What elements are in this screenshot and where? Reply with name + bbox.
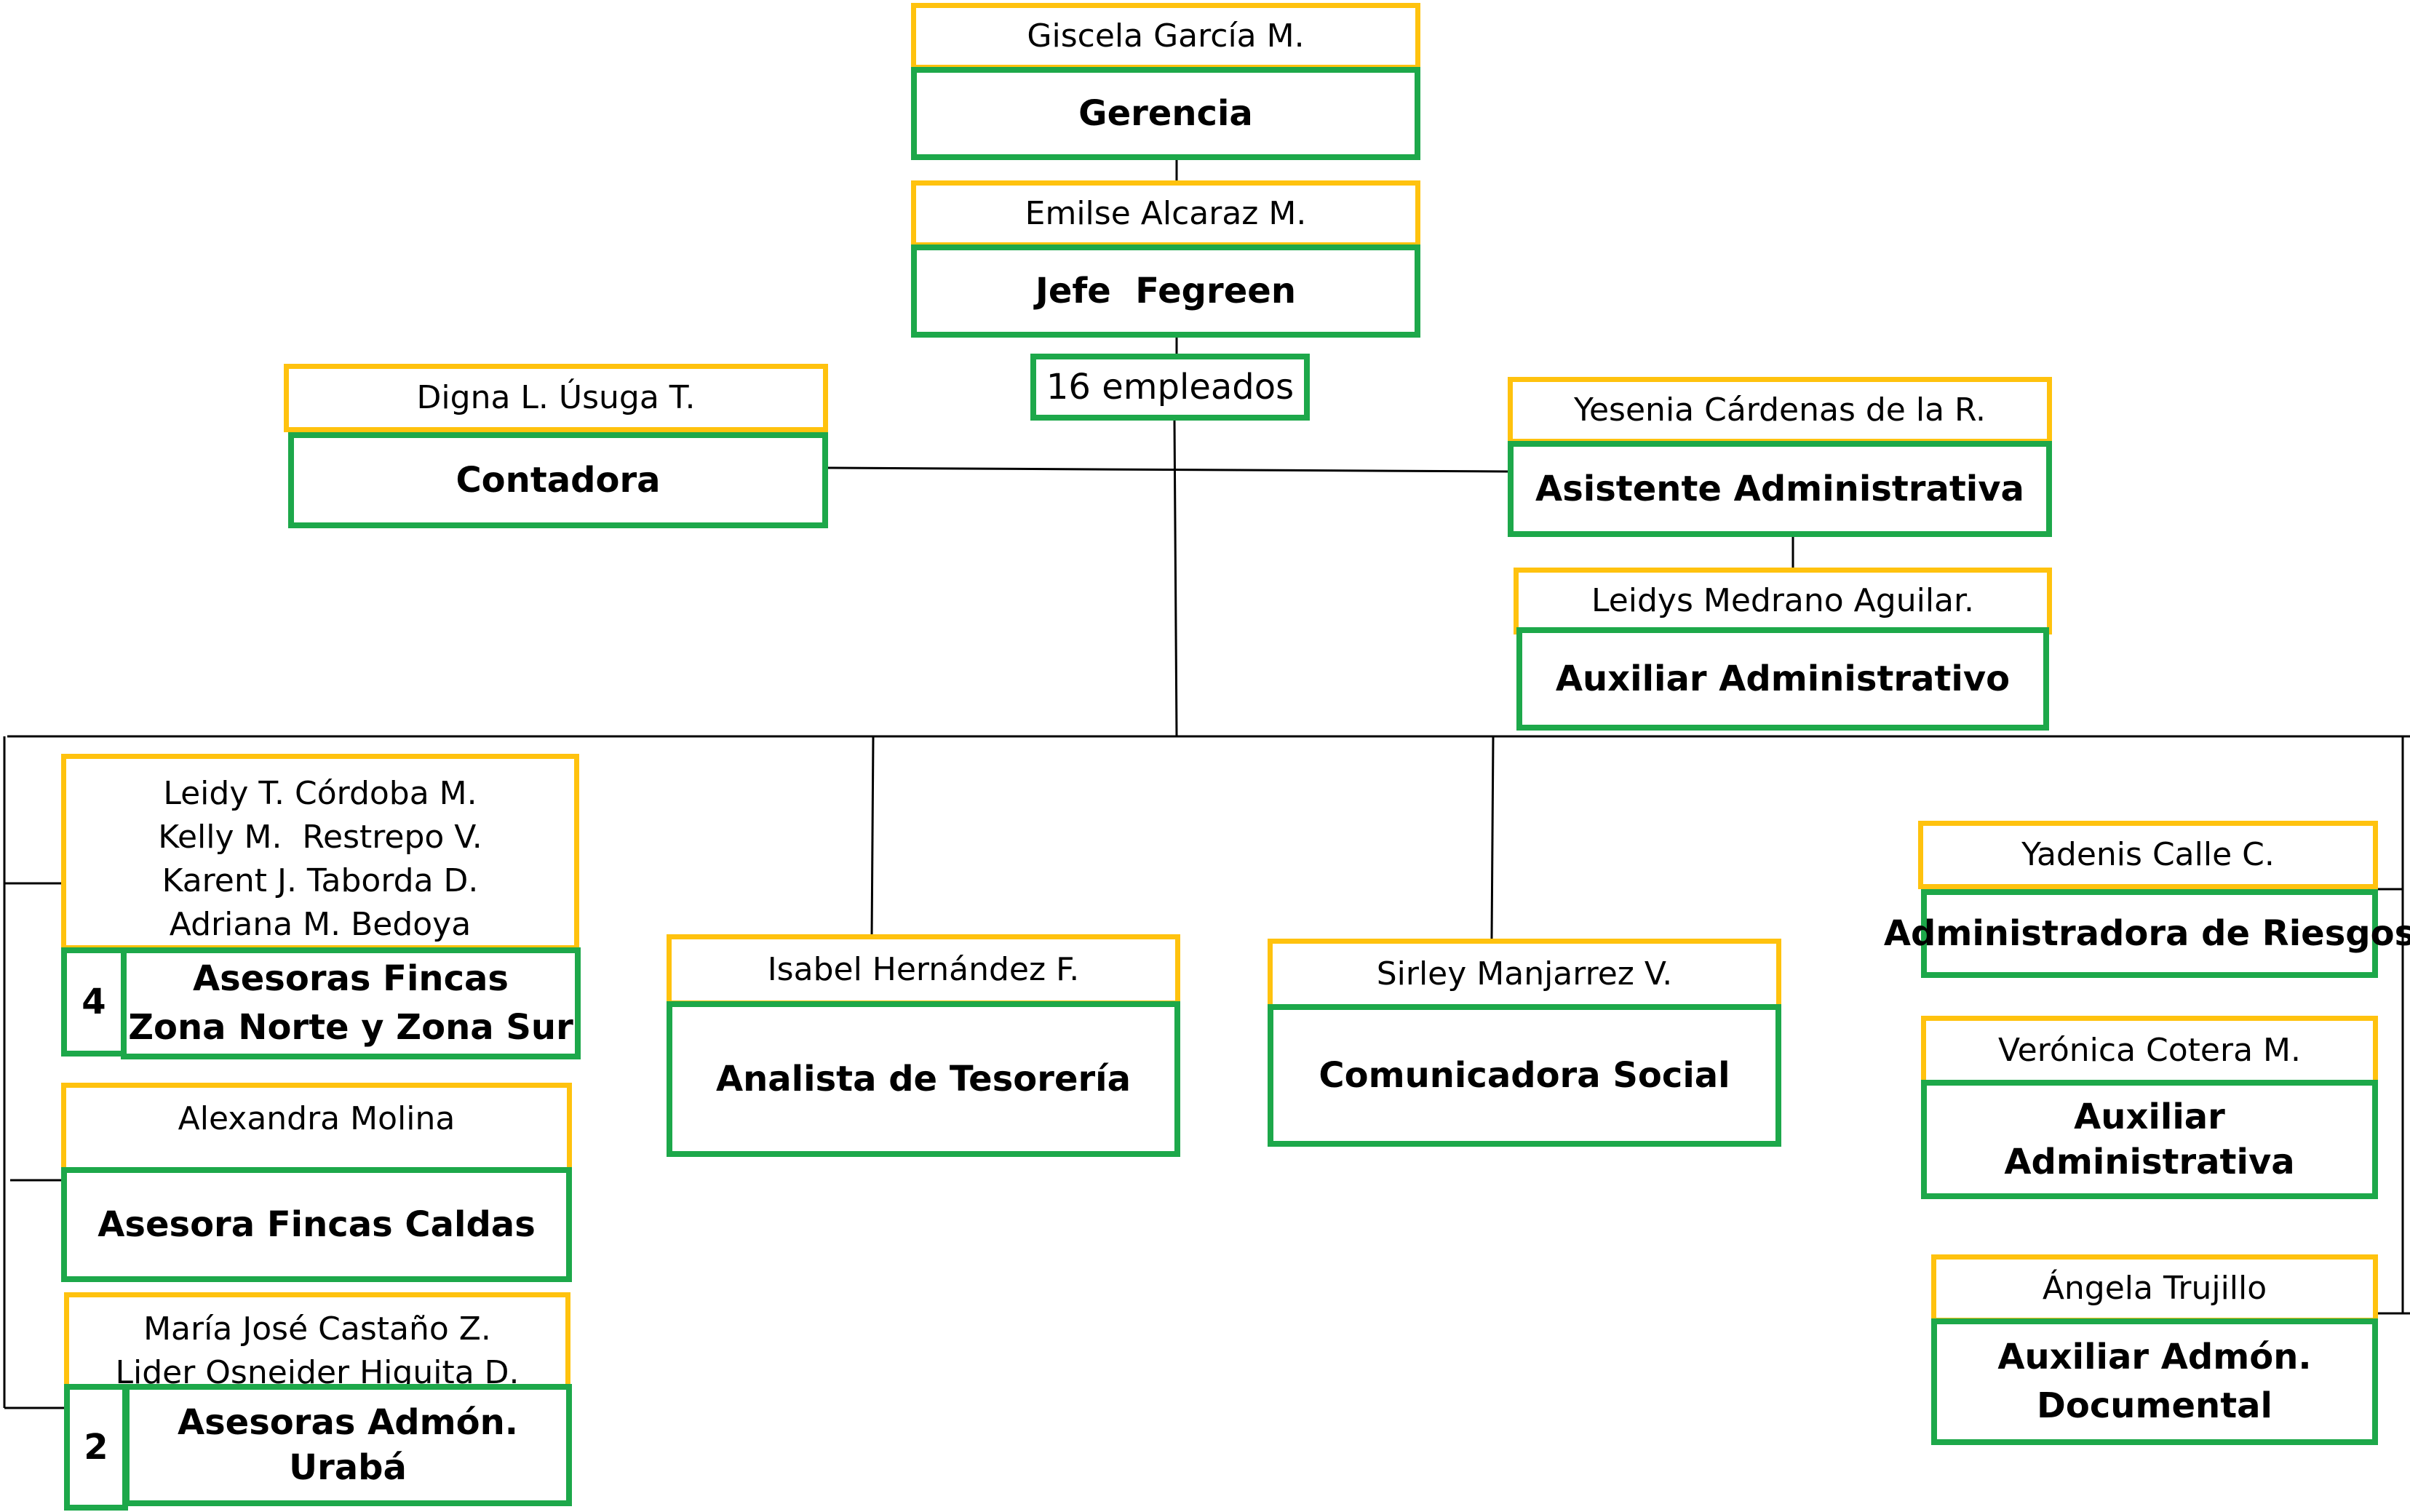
asesoras-uraba-count-box: 2 — [64, 1384, 128, 1511]
asesora-name-4: Adriana M. Bedoya — [169, 906, 472, 943]
auxiliar-admin-name-box: Leidys Medrano Aguilar. — [1514, 568, 2052, 634]
contadora-name: Digna L. Úsuga T. — [416, 379, 696, 417]
asesoras-norte-sur-role-line2: Zona Norte y Zona Sur — [128, 1007, 573, 1048]
asesoras-uraba-names-box: María José Castaño Z. Lider Osneider Hig… — [64, 1292, 570, 1390]
contadora-name-box: Digna L. Úsuga T. — [284, 364, 828, 432]
contadora-role-box: Contadora — [288, 432, 828, 528]
employees-count: 16 empleados — [1046, 366, 1295, 407]
tesoreria-role-box: Analista de Tesorería — [667, 1001, 1180, 1157]
asesora-name-2: Kelly M. Restrepo V. — [158, 819, 482, 856]
asistente-role: Asistente Administrativa — [1535, 468, 2024, 509]
uraba-name-2: Lider Osneider Higuita D. — [115, 1354, 520, 1390]
asesoras-norte-sur-count: 4 — [81, 981, 106, 1022]
documental-name-box: Ángela Trujillo — [1931, 1254, 2378, 1323]
asesora-name-3: Karent J. Taborda D. — [162, 862, 479, 899]
asesora-caldas-name: Alexandra Molina — [178, 1100, 456, 1137]
jefe-role-box: Jefe Fegreen — [911, 244, 1420, 338]
documental-name: Ángela Trujillo — [2042, 1270, 2267, 1308]
tesoreria-role: Analista de Tesorería — [715, 1058, 1132, 1099]
asistente-role-box: Asistente Administrativa — [1508, 441, 2052, 537]
jefe-name-box: Emilse Alcaraz M. — [911, 180, 1420, 247]
gerencia-role: Gerencia — [1078, 92, 1253, 134]
riesgos-role: Administradora de Riesgos — [1883, 912, 2410, 954]
auxiliar-administrativa-role-box: Auxiliar Administrativa — [1921, 1080, 2378, 1199]
tesoreria-name-box: Isabel Hernández F. — [667, 934, 1180, 1006]
jefe-role: Jefe Fegreen — [1035, 270, 1296, 311]
gerencia-role-box: Gerencia — [911, 67, 1420, 160]
asistente-name-box: Yesenia Cárdenas de la R. — [1508, 377, 2052, 444]
line-tesoreria — [870, 736, 875, 939]
line-comunicadora — [1490, 736, 1495, 939]
tesoreria-name: Isabel Hernández F. — [767, 951, 1080, 989]
gerencia-name: Giscela García M. — [1027, 17, 1305, 55]
riesgos-name-box: Yadenis Calle C. — [1918, 821, 2378, 889]
documental-role-line2: Documental — [2037, 1385, 2272, 1426]
asesoras-norte-sur-count-box: 4 — [61, 947, 127, 1057]
riesgos-name: Yadenis Calle C. — [2021, 836, 2275, 874]
documental-role-box: Auxiliar Admón. Documental — [1931, 1318, 2378, 1445]
comunicadora-name-box: Sirley Manjarrez V. — [1268, 939, 1781, 1010]
asesora-caldas-name-box: Alexandra Molina — [61, 1083, 572, 1173]
comunicadora-role: Comunicadora Social — [1319, 1054, 1730, 1096]
comunicadora-role-box: Comunicadora Social — [1268, 1004, 1781, 1147]
line-trunk — [1173, 420, 1178, 737]
asesoras-uraba-role-box: Asesoras Admón. Urabá — [124, 1384, 572, 1506]
contadora-role: Contadora — [456, 459, 661, 501]
asesoras-uraba-role: Asesoras Admón. Urabá — [177, 1401, 519, 1488]
auxiliar-administrativa-role: Auxiliar Administrativa — [2004, 1096, 2295, 1182]
employees-count-box: 16 empleados — [1030, 354, 1310, 421]
riesgos-role-box: Administradora de Riesgos — [1884, 889, 2410, 978]
asistente-name: Yesenia Cárdenas de la R. — [1573, 391, 1987, 429]
auxiliar-administrativa-name-box: Verónica Cotera M. — [1921, 1016, 2378, 1086]
asesora-caldas-role: Asesora Fincas Caldas — [98, 1203, 536, 1245]
asesoras-norte-sur-role-line1: Asesoras Fincas — [193, 958, 509, 999]
documental-role-line1: Auxiliar Admón. — [1997, 1336, 2312, 1377]
auxiliar-admin-name: Leidys Medrano Aguilar. — [1591, 582, 1975, 620]
line-contadora-asistente — [827, 466, 1508, 473]
comunicadora-name: Sirley Manjarrez V. — [1376, 955, 1673, 993]
auxiliar-admin-role-box: Auxiliar Administrativo — [1516, 627, 2049, 731]
gerencia-name-box: Giscela García M. — [911, 3, 1420, 70]
asesora-caldas-role-box: Asesora Fincas Caldas — [61, 1167, 572, 1282]
asesora-name-1: Leidy T. Córdoba M. — [163, 775, 477, 812]
uraba-name-1: María José Castaño Z. — [143, 1310, 491, 1348]
asesoras-uraba-count: 2 — [84, 1426, 108, 1468]
auxiliar-admin-role: Auxiliar Administrativo — [1555, 658, 2011, 699]
auxiliar-administrativa-name: Verónica Cotera M. — [1997, 1032, 2301, 1070]
asesoras-norte-sur-role-box: Asesoras Fincas Zona Norte y Zona Sur — [121, 947, 581, 1059]
jefe-name: Emilse Alcaraz M. — [1025, 195, 1307, 233]
asesoras-norte-sur-names-box: Leidy T. Córdoba M. Kelly M. Restrepo V.… — [61, 754, 579, 950]
